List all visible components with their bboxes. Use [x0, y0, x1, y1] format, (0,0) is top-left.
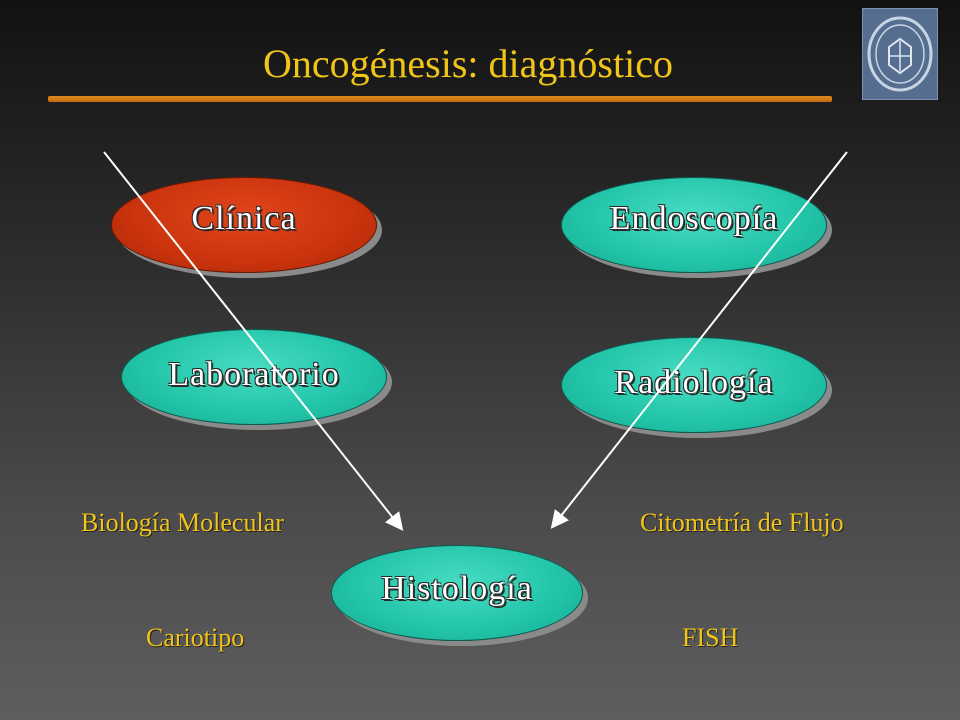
- fish-label: FISH: [682, 623, 739, 652]
- slide-title: Oncogénesis: diagnóstico: [263, 41, 673, 86]
- histologia-oval: Histología: [331, 545, 583, 641]
- clinica-label: Clínica: [191, 200, 297, 237]
- radiologia-label: Radiología: [614, 364, 774, 401]
- endoscopia-oval: Endoscopía: [561, 177, 827, 273]
- clinica-oval: Clínica: [111, 177, 377, 273]
- biologia-molecular-label: Biología Molecular: [81, 508, 284, 537]
- histologia-label: Histología: [381, 570, 533, 607]
- title-underline: [48, 96, 832, 102]
- laboratorio-oval: Laboratorio: [121, 329, 387, 425]
- laboratorio-label: Laboratorio: [168, 356, 340, 393]
- university-seal-icon: [862, 8, 938, 100]
- endoscopia-label: Endoscopía: [609, 200, 779, 237]
- cariotipo-label: Cariotipo: [146, 623, 245, 652]
- radiologia-oval: Radiología: [561, 337, 827, 433]
- citometria-label: Citometría de Flujo: [640, 508, 844, 537]
